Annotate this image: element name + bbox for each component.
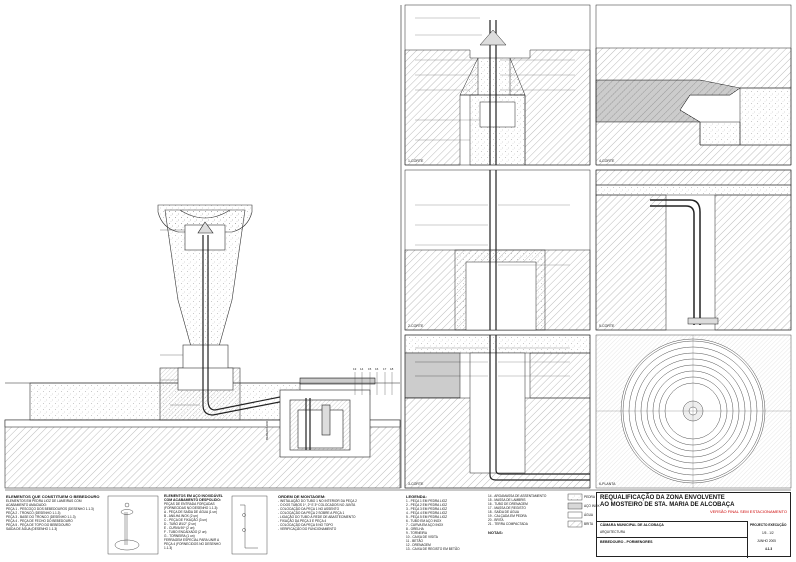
panel-corte-2: 2-CORTE xyxy=(404,169,591,331)
panel-corte-1: 1-CORTE xyxy=(404,4,591,166)
swatch-label: AÇO INOX xyxy=(584,504,600,508)
legend-item: 21 - TERRA COMPACTADA xyxy=(488,522,528,526)
notes-steel-item: D - TUBO Ø1/2" (2 un) xyxy=(164,522,197,526)
swatch-labels: PEDRA AÇO INOX ÁGUA BRITA xyxy=(584,494,600,530)
legend-item: 19 - CALÇADA EM PEDRA xyxy=(488,514,527,518)
legend-col-1: LEGENDA: 1 - PEÇA 1 EM PEDRA LIOZ 2 - PE… xyxy=(406,494,484,551)
legend-item: 4 - PEÇA 4 EM PEDRA LIOZ xyxy=(406,511,448,515)
notes-main-sub: ELEMENTOS EM PEDRA LIOZ DE LAMEIRAS COM … xyxy=(6,499,82,507)
project-title-line1: REQUALIFICAÇÃO DA ZONA ENVOLVENTE xyxy=(600,495,725,501)
svg-text:15: 15 xyxy=(368,367,372,371)
legend-item: 8 - GRELHA xyxy=(406,527,424,531)
legend-item: 18 - SAÍDA DE ÁGUA xyxy=(488,510,519,514)
view-label-5: 5-CORTE xyxy=(599,324,615,328)
notes-main-item: PEÇA 1 - PESCOÇO DOS BEBEDOUROS (DESENHO… xyxy=(6,507,94,511)
notes-order-item: - COLOCAÇÃO DA PEÇA 2 SOBRE A PEÇA 1 xyxy=(278,511,345,515)
panel-corte-3: 3-CORTE xyxy=(404,334,591,489)
legend-item: 11 - BETÃO xyxy=(406,539,423,543)
legend-item: 15 - MASSA DE LAMBRIS xyxy=(488,498,526,502)
legend-item: 9 - TORNEIRA xyxy=(406,531,427,535)
svg-text:16: 16 xyxy=(375,367,379,371)
panel-planta-6: 6-PLANTA xyxy=(595,334,792,489)
view-label-3: 3-CORTE xyxy=(408,482,424,486)
project-title-line2: AO MOSTEIRO DE STA. MARIA DE ALCOBAÇA xyxy=(600,502,735,508)
svg-text:13: 13 xyxy=(353,367,357,371)
svg-text:14: 14 xyxy=(360,367,364,371)
notes-main-item: PEÇA 3 - BASE DO TRONCO (DESENHO 1.1.3) xyxy=(6,515,76,519)
panel-corte-5: 5-CORTE xyxy=(595,169,792,331)
notes-steel-item: B - ANILHA INOX (2 un) xyxy=(164,514,199,518)
notes-steel-sub: PEÇAS DE ENTRADA FORÇADAS (FORNECIDAS NO… xyxy=(164,502,219,510)
version-label: VERSÃO FINAL SEM ESTACIONAMENTO xyxy=(709,509,787,514)
view-label-2: 2-CORTE xyxy=(408,324,424,328)
notes-heading: NOTAS: xyxy=(488,530,504,535)
notes-order-heading: ORDEM DE MONTAGEM: xyxy=(278,494,326,499)
phase-label: PROJECTO EXECUÇÃO xyxy=(750,523,787,527)
material-swatches xyxy=(567,493,583,528)
notes-main-item: PEÇA 2 - TRONCO (DESENHO 1.1.3) xyxy=(6,511,61,515)
swatch-label: BRITA xyxy=(584,522,594,526)
notes-col-2: ELEMENTOS EM AÇO INOXIDÁVEL COM ACABAMEN… xyxy=(164,494,228,550)
notes-order-item: - VERIFICAÇÃO DO FUNCIONAMENTO xyxy=(278,527,337,531)
legend-item: 17 - MASSA DE REGISTO xyxy=(488,506,526,510)
notes-main-item: PEÇA 5 - PEÇA DE TOPO DO BEBEDOURO xyxy=(6,523,71,527)
panel-corte-4: 4-CORTE xyxy=(595,4,792,166)
legend-item: 13 - CAIXA DE REGISTO EM BETÃO xyxy=(406,547,460,551)
specialty-name: ARQUITECTURA xyxy=(600,530,626,534)
view-label-6: 6-PLANTA xyxy=(599,482,616,486)
notes-order-item: - FIXAÇÃO DA PEÇA 3 E PEÇA 4 xyxy=(278,519,327,523)
drawing-name: BEBEDOURO - PORMENORES xyxy=(600,540,653,544)
sheet-number: 4.1.3 xyxy=(765,547,773,551)
notes-order-item: - COLOCAÇÃO DA PEÇA 1 NO ASSENTO xyxy=(278,507,340,511)
legend-item: 7 - CURVA EM AÇO INOX xyxy=(406,523,444,527)
notes-steel-item: A - PEÇA DE SAÍDA DE ÁGUA (1 un) xyxy=(164,510,218,514)
legend-item: 12 - DRENAGEM xyxy=(406,543,431,547)
legend-item: 1 - PEÇA 1 EM PEDRA LIOZ xyxy=(406,499,448,503)
legend-col-2: 14 - ARGAMASSA DE ASSENTAMENTO 15 - MASS… xyxy=(488,494,564,535)
view-label-1: 1-CORTE xyxy=(408,159,424,163)
legend-item: 14 - ARGAMASSA DE ASSENTAMENTO xyxy=(488,494,547,498)
notes-steel-foot: FERRAGEM ESPECIAL PARA UNIR A PEÇA 4 (FO… xyxy=(164,538,221,550)
view-label-4: 4-CORTE xyxy=(599,159,615,163)
swatch-label: ÁGUA xyxy=(584,513,594,517)
notes-order-item: - COLOCAÇÃO DA PEÇA 5 NO TOPO xyxy=(278,523,333,527)
legend-item: 2 - PEÇA 2 EM PEDRA LIOZ xyxy=(406,503,448,507)
notes-steel-heading: ELEMENTOS EM AÇO INOXIDÁVEL COM ACABAMEN… xyxy=(164,494,223,502)
notes-col-1: ELEMENTOS QUE CONSTITUEM O BEBEDOURO ELE… xyxy=(6,494,104,531)
notes-steel-item: E - CURVA 90º (2 un) xyxy=(164,526,195,530)
svg-text:BEBEDOURO: BEBEDOURO xyxy=(265,420,269,440)
notes-order-item: - INSTALAÇÃO DO TUBO 1 NO INTERIOR DA PE… xyxy=(278,499,357,503)
notes-col-3: ORDEM DE MONTAGEM: - INSTALAÇÃO DO TUBO … xyxy=(278,494,398,531)
svg-text:18: 18 xyxy=(390,367,394,371)
legend-heading: LEGENDA: xyxy=(406,494,427,499)
legend-item: 5 - PEÇA 5 EM PEDRA LIOZ xyxy=(406,515,448,519)
date-value: JUNHO 2005 xyxy=(757,539,776,543)
isometric-sketch-1 xyxy=(107,495,159,555)
legend-item: 10 - CAIXA DE VISITA xyxy=(406,535,438,539)
scale-value: 1/5 - 1/2 xyxy=(762,531,774,535)
notes-steel-item: F - TUBO ENCAIXADO (2 un) xyxy=(164,530,207,534)
legend-item: 20 - BRITA xyxy=(488,518,504,522)
notes-order-item: - O DOS TUBOS 1º, 2º E 3º COLOCADOS NO J… xyxy=(278,503,356,507)
notes-main-heading: ELEMENTOS QUE CONSTITUEM O BEBEDOURO xyxy=(6,494,100,499)
legend-item: 3 - PEÇA 3 EM PEDRA LIOZ xyxy=(406,507,448,511)
notes-main-item: PEÇA 4 - PEÇA DE FECHO DO BEBEDOURO xyxy=(6,519,73,523)
legend-item: 16 - TUBO DE DRENAGEM xyxy=(488,502,528,506)
notes-main-item: SAÍDA DE ÁGUA (DESENHO 1.1.3) xyxy=(6,527,58,531)
svg-text:17: 17 xyxy=(383,367,387,371)
legend-item: 6 - TUBO EM AÇO INOX xyxy=(406,519,442,523)
isometric-sketch-2 xyxy=(231,495,268,555)
notes-steel-item: C - PEÇA DE FIXAÇÃO (3 un) xyxy=(164,518,208,522)
notes-steel-item: G - TORNEIRA (1 un) xyxy=(164,534,195,538)
swatch-label: PEDRA xyxy=(584,495,595,499)
notes-order-item: - LIGAÇÃO DO TUBO À REDE DE ABASTECIMENT… xyxy=(278,515,356,519)
title-block: REQUALIFICAÇÃO DA ZONA ENVOLVENTE AO MOS… xyxy=(596,492,791,558)
client-name: CÂMARA MUNICIPAL DE ALCOBAÇA xyxy=(600,523,664,527)
